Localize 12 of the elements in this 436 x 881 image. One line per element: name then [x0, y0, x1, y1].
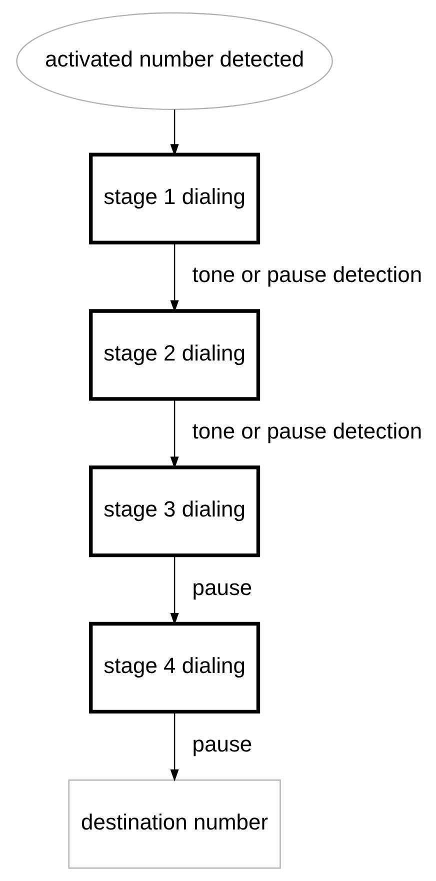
node-ellipse: activated number detected [16, 12, 332, 110]
edge-label: pause [192, 574, 252, 600]
edge-label: tone or pause detection [192, 262, 422, 288]
arrow [170, 242, 178, 312]
node-box: destination number [68, 780, 280, 869]
node-box: stage 4 dialing [88, 622, 260, 714]
edge-label: pause [192, 731, 252, 756]
node-box: stage 1 dialing [88, 152, 260, 244]
arrow [170, 712, 178, 782]
node-box: stage 2 dialing [88, 309, 260, 401]
node-box: stage 3 dialing [88, 466, 260, 558]
edge-label: tone or pause detection [192, 418, 422, 444]
